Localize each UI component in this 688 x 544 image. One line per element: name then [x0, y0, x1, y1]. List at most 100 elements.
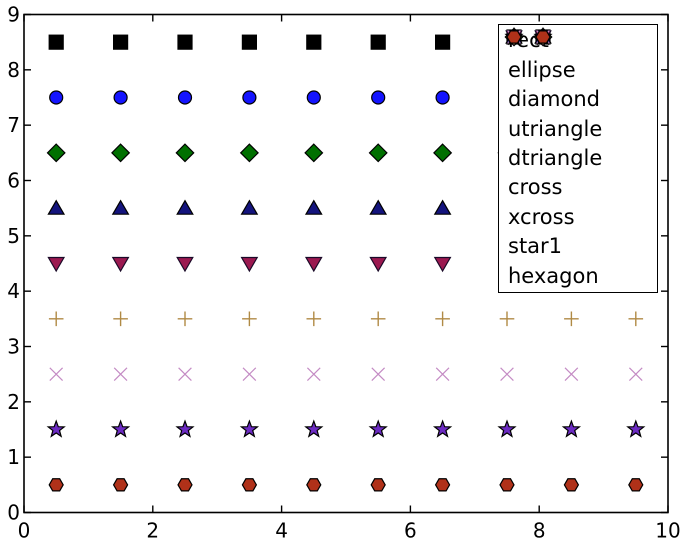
cross-marker: [435, 311, 450, 327]
y-tick-label: 0: [7, 501, 20, 525]
hexagon-marker-icon: [506, 30, 551, 44]
utriangle-marker: [369, 199, 388, 215]
legend-label: dtriangle: [508, 145, 603, 170]
hexagon-marker: [628, 478, 644, 492]
series-star1: [46, 419, 646, 438]
legend-item-hexagon[interactable]: hexagon: [499, 30, 657, 290]
x-tick-label: 4: [275, 519, 288, 543]
diamond-marker: [433, 143, 453, 163]
legend-item-star1[interactable]: star1: [499, 26, 657, 261]
xcross-marker: [500, 367, 514, 381]
xcross-marker: [628, 367, 643, 381]
cross-marker: [113, 311, 128, 327]
diamond-marker: [46, 143, 66, 163]
cross-marker: [306, 311, 322, 327]
cross-marker: [564, 311, 579, 327]
series-cross: [48, 311, 644, 327]
hexagon-marker: [499, 478, 515, 492]
cross-marker: [177, 311, 193, 327]
star1-marker: [497, 419, 517, 438]
x-tick-label: 0: [18, 519, 31, 543]
y-tick-label: 9: [7, 3, 20, 27]
star1-marker: [626, 419, 646, 438]
ellipse-marker: [435, 90, 450, 105]
ellipse-marker: [242, 90, 257, 105]
x-tick-label: 6: [404, 519, 417, 543]
legend-label: cross: [508, 175, 563, 200]
utriangle-marker: [111, 199, 130, 215]
y-tick-label: 1: [7, 445, 20, 469]
hexagon-marker: [241, 478, 258, 492]
x-tick-label: 8: [533, 519, 546, 543]
xcross-marker: [306, 367, 321, 381]
rect-marker: [370, 34, 386, 50]
y-tick-label: 7: [7, 113, 20, 137]
ellipse-marker: [177, 90, 193, 105]
y-tick-label: 5: [7, 224, 20, 248]
xcross-marker: [242, 367, 257, 381]
y-tick-label: 8: [7, 58, 20, 82]
diamond-marker: [304, 143, 324, 163]
rect-marker: [112, 34, 129, 50]
cross-marker: [370, 311, 386, 327]
legend-item-utriangle[interactable]: utriangle: [499, 28, 657, 143]
hexagon-marker: [370, 478, 386, 492]
legend-item-xcross[interactable]: xcross: [499, 30, 657, 231]
cross-marker: [499, 311, 515, 327]
hexagon-legend-marker: [506, 30, 522, 44]
series-ellipse: [49, 90, 643, 105]
legend-item-cross[interactable]: cross: [499, 29, 657, 202]
cross-marker: [628, 311, 644, 327]
legend-item-diamond[interactable]: diamond: [499, 27, 657, 114]
x-tick-label: 10: [655, 519, 680, 543]
dtriangle-marker: [369, 256, 388, 273]
ellipse-marker: [49, 90, 64, 105]
star1-marker: [239, 419, 260, 438]
star1-marker: [46, 419, 66, 438]
y-tick-label: 3: [7, 335, 20, 359]
legend-label: diamond: [508, 87, 600, 112]
diamond-marker: [368, 143, 388, 163]
hexagon-marker: [48, 478, 64, 492]
cross-marker: [48, 311, 64, 327]
xcross-marker: [113, 367, 128, 381]
dtriangle-marker: [240, 256, 259, 273]
hexagon-marker: [177, 478, 193, 492]
legend-item-dtriangle[interactable]: dtriangle: [499, 30, 657, 172]
rect-marker: [241, 34, 257, 50]
star1-marker: [304, 419, 324, 438]
dtriangle-marker: [111, 256, 130, 273]
x-tick-label: 2: [146, 519, 159, 543]
star1-marker: [175, 419, 195, 438]
y-tick-label: 6: [7, 169, 20, 193]
legend-label: xcross: [508, 204, 575, 229]
hexagon-marker: [563, 478, 580, 492]
star1-marker: [432, 419, 453, 438]
cross-marker: [242, 311, 257, 327]
ellipse-marker: [113, 90, 128, 105]
legend-label: utriangle: [508, 116, 603, 141]
diamond-marker: [175, 143, 195, 163]
xcross-marker: [435, 367, 450, 381]
diamond-marker: [239, 143, 259, 163]
hexagon-marker: [112, 478, 129, 492]
dtriangle-marker: [47, 256, 66, 273]
legend-label: star1: [508, 234, 563, 259]
rect-marker: [306, 34, 322, 50]
dtriangle-marker: [176, 256, 194, 273]
ellipse-marker: [371, 90, 386, 105]
xcross-marker: [178, 367, 192, 381]
series-xcross: [49, 367, 643, 381]
dtriangle-marker: [304, 256, 323, 273]
hexagon-marker: [306, 478, 322, 492]
dtriangle-marker: [433, 256, 452, 273]
star1-marker: [561, 419, 582, 438]
xcross-marker: [49, 367, 64, 381]
rect-marker: [435, 34, 451, 50]
star1-marker: [110, 419, 131, 438]
legend-item-ellipse[interactable]: ellipse: [499, 29, 657, 84]
xcross-marker: [564, 367, 579, 381]
legend: rect ellipse diamond utriangle dtriangle…: [498, 24, 658, 293]
axes-border: [23, 13, 669, 514]
